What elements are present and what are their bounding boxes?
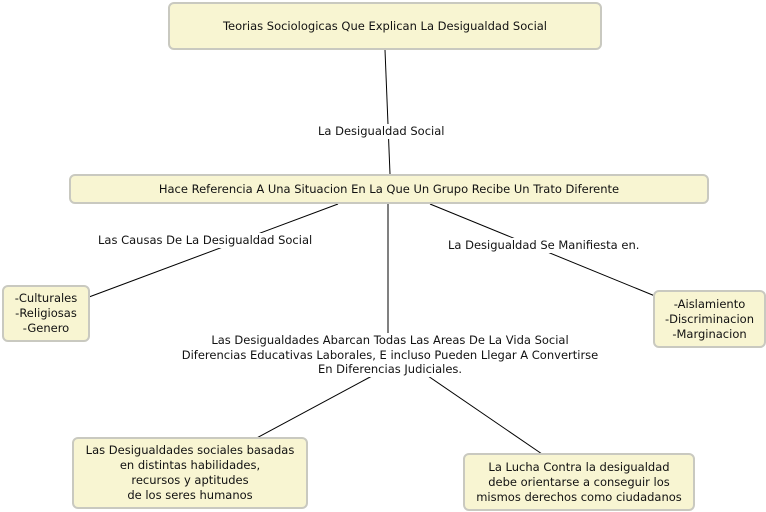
concept-manifestations[interactable]: -Aislamiento -Discriminacion -Marginacio… — [653, 290, 766, 348]
link-label-causes: Las Causas De La Desigualdad Social — [96, 233, 315, 248]
concept-based-on[interactable]: Las Desigualdades sociales basadas en di… — [72, 437, 308, 509]
connector-areas-based-on — [237, 375, 373, 449]
link-label-root-definition: La Desigualdad Social — [316, 124, 447, 139]
concept-definition[interactable]: Hace Referencia A Una Situacion En La Qu… — [69, 174, 709, 204]
connector-root-definition — [384, 49, 391, 175]
link-label-areas: Las Desigualdades Abarcan Todas Las Area… — [164, 333, 616, 377]
link-label-manifests: La Desigualdad Se Manifiesta en. — [446, 238, 642, 253]
connector-areas-fight — [427, 375, 543, 455]
concept-causes[interactable]: -Culturales -Religiosas -Genero — [2, 285, 90, 342]
concept-root[interactable]: Teorias Sociologicas Que Explican La Des… — [168, 2, 602, 50]
concept-fight[interactable]: La Lucha Contra la desigualdad debe orie… — [463, 453, 695, 511]
connector-definition-causes — [88, 203, 339, 298]
